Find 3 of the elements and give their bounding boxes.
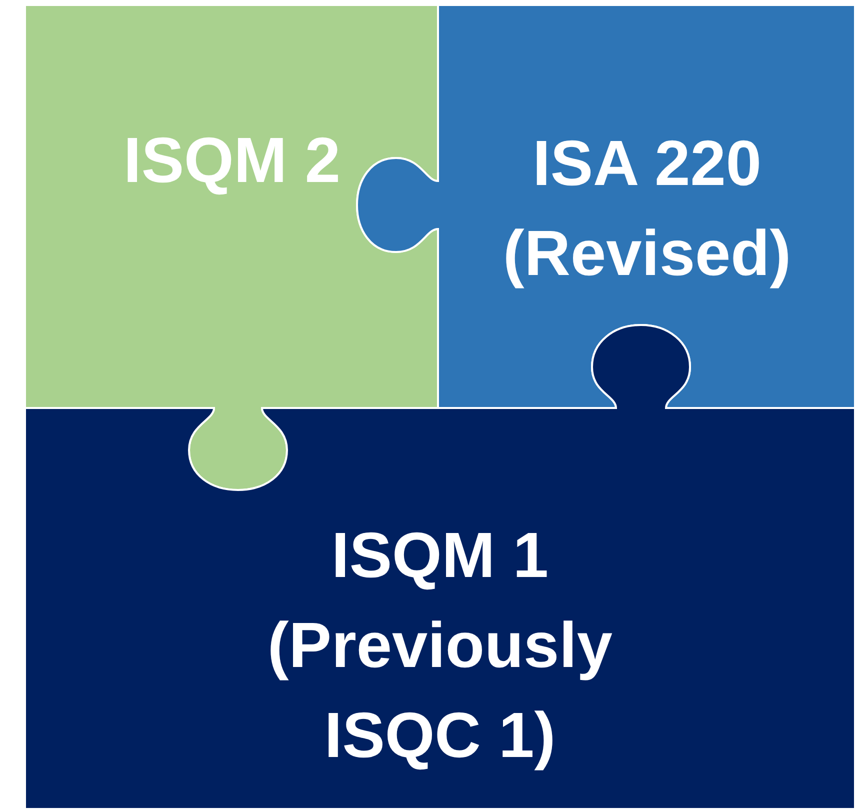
piece-label: ISQM 2 (122, 123, 342, 198)
piece-label: ISA 220 (Revised) (502, 126, 792, 291)
piece-label: ISQM 1 (Previously ISQC 1) (266, 518, 614, 773)
